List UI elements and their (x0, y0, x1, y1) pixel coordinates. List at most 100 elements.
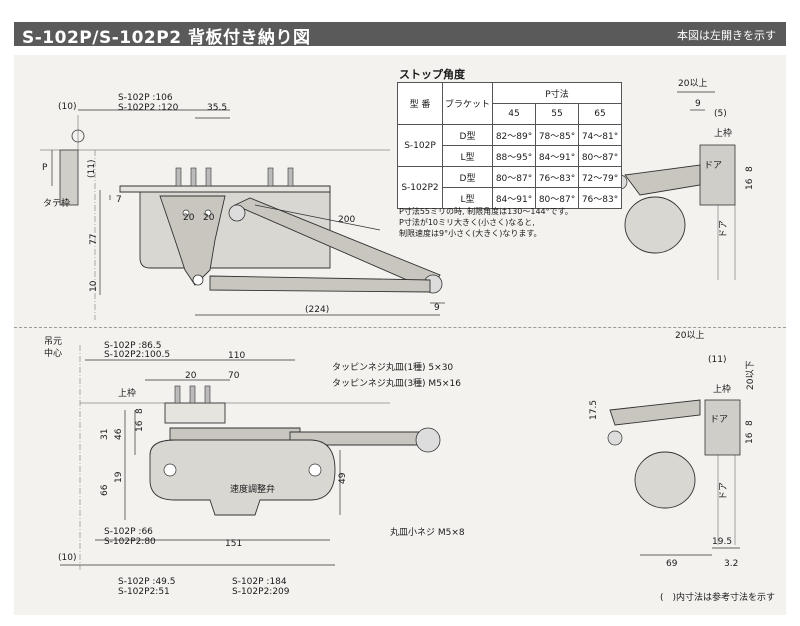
side-arm-bottom (609, 399, 701, 426)
note-line: P寸法55ミリの時, 制限角度は130～144°です。 (399, 207, 573, 216)
p-45: 45 (492, 103, 537, 125)
table-row: L型 84～91° 80～87° 76～83° (398, 187, 623, 209)
angle-cell: 82～89° (492, 124, 537, 146)
dim-224-label: (224) (305, 305, 329, 315)
section-divider (14, 327, 786, 328)
main-arm (233, 197, 441, 291)
bottom-closer-drawing: 吊元 中心 S-102P :86.5 S-102P2:100.5 110 20 … (44, 336, 465, 597)
dim-66: 66 (100, 484, 110, 496)
side-top-8: 8 (745, 166, 755, 172)
dim-11-label: (11) (87, 160, 97, 178)
bracket-cell: D型 (441, 124, 494, 146)
note-line: 制限速度は9°小さく(大きく)なります。 (399, 229, 542, 238)
side-bottom-3-2: 3.2 (724, 559, 738, 569)
lower-arm (209, 275, 431, 293)
side-bottom-11: (11) (708, 355, 726, 365)
speed-valve-label: 速度調整弁 (230, 483, 275, 495)
dim-20: 20 (185, 371, 197, 381)
angle-cell: 76～83° (535, 166, 580, 188)
dim-model-b: S-102P2:100.5 (104, 350, 170, 360)
side-bottom-17-5: 17.5 (589, 400, 599, 420)
angle-cell: 74～81° (578, 124, 623, 146)
dim-20b-label: 20 (203, 213, 215, 223)
side-bottom-door2: ドア (719, 482, 729, 500)
dim-model-g: S-102P :184 (232, 577, 287, 587)
angle-cell: 80～87° (578, 145, 623, 167)
angle-cell: 84～91° (535, 145, 580, 167)
side-top-20ijo: 20以上 (678, 78, 707, 89)
dim-31: 31 (100, 429, 110, 440)
side-top-uwawaku: 上枠 (714, 127, 732, 139)
side-bottom-19-5: 19.5 (712, 537, 732, 547)
table-row: S-102P D型 82～89° 78～85° 74～81° (397, 124, 623, 167)
orientation-note: 本図は左開きを示す (677, 29, 776, 42)
side-body-top (624, 196, 686, 254)
dim-20a-label: 20 (183, 213, 195, 223)
angle-cell: 80～87° (492, 166, 537, 188)
tsurimoto-label: 吊元 (44, 336, 62, 347)
dim-model-c: S-102P :66 (104, 527, 153, 537)
side-top-door: ドア (704, 161, 722, 171)
side-top-door2: ドア (719, 220, 729, 238)
header-bar: S-102P/S-102P2 背板付き納り図 本図は左開きを示す (14, 22, 786, 48)
closer-body-bottom (149, 439, 336, 516)
bracket-cell: L型 (441, 187, 494, 209)
dim-model-label: S-102P :106 (118, 93, 173, 103)
dim-110: 110 (228, 351, 245, 361)
dim-10-bottom: (10) (58, 553, 76, 563)
arm-upper (169, 427, 301, 441)
stop-angle-notes: P寸法55ミリの時, 制限角度は130～144°です。 P寸法が10ミリ大きく(… (399, 206, 573, 239)
tate-waku-label: タテ枠 (43, 197, 70, 209)
side-view-bottom: 20以上 (11) 20以下 17.5 上枠 ドア 8 16 ドア 19.5 6… (589, 330, 756, 569)
top-closer-drawing: (10) S-102P :106 S-102P2 :120 35.5 P (11… (40, 93, 445, 320)
side-top-9: 9 (695, 99, 701, 109)
dim-49: 49 (338, 472, 348, 484)
dim-77-label: 77 (89, 234, 99, 245)
side-bottom-uwawaku: 上枠 (713, 383, 731, 395)
dim-10-label: (10) (58, 102, 76, 112)
angle-cell: 72～79° (578, 166, 623, 188)
side-bottom-20ika: 20以下 (746, 361, 756, 390)
side-top-16: 16 (745, 178, 755, 190)
model-cell: S-102P (397, 124, 443, 167)
col-bracket-header: ブラケット (441, 82, 494, 125)
col-model-header: 型 番 (397, 82, 443, 125)
stop-angle-table: 型 番 ブラケット P寸法 45 55 65 S-102P D型 82～89° … (397, 82, 623, 209)
dim-151: 151 (225, 539, 242, 549)
mount-bracket (164, 402, 226, 424)
bracket-cell: D型 (441, 166, 494, 188)
dim-7-label: 7 (116, 195, 122, 205)
p-65: 65 (578, 103, 623, 125)
side-bottom-16: 16 (745, 432, 755, 444)
jamb-frame (59, 149, 79, 206)
screw3-label: 丸皿小ネジ M5×8 (390, 526, 465, 538)
side-bottom-door: ドア (710, 415, 728, 425)
frame-bottom-side (704, 399, 741, 456)
p-55: 55 (535, 103, 580, 125)
dim-model-e: S-102P :49.5 (118, 577, 176, 587)
side-body-bottom (634, 451, 696, 509)
dim-46: 46 (114, 428, 124, 440)
side-bottom-69: 69 (666, 559, 678, 569)
dim-16: 16 (135, 420, 145, 432)
dim-19: 19 (114, 471, 124, 483)
table-row: S-102P2 D型 80～87° 76～83° 72～79° (397, 166, 623, 209)
angle-cell: 88～95° (492, 145, 537, 167)
dim-model2-label: S-102P2 :120 (118, 103, 179, 113)
side-bottom-20ijo: 20以上 (675, 330, 704, 341)
side-arm-top (624, 164, 701, 196)
angle-cell: 76～83° (578, 187, 623, 209)
side-view-top: 20以上 9 (5) 上枠 ドア 8 16 ドア (612, 78, 755, 280)
dim-model-a: S-102P :86.5 (104, 341, 162, 351)
side-top-5: (5) (714, 109, 727, 119)
stop-angle-title: ストップ角度 (399, 68, 465, 81)
reference-footnote: ( )内寸法は参考寸法を示す (660, 593, 776, 603)
bracket-cell: L型 (441, 145, 494, 167)
note-line: P寸法が10ミリ大きく(小さく)なると, (399, 218, 535, 227)
chushin-label: 中心 (44, 347, 62, 359)
dim-35-5-label: 35.5 (207, 103, 227, 113)
dim-p-label: P (42, 163, 48, 173)
frame-top-side (699, 144, 736, 206)
dim-8: 8 (135, 408, 145, 414)
